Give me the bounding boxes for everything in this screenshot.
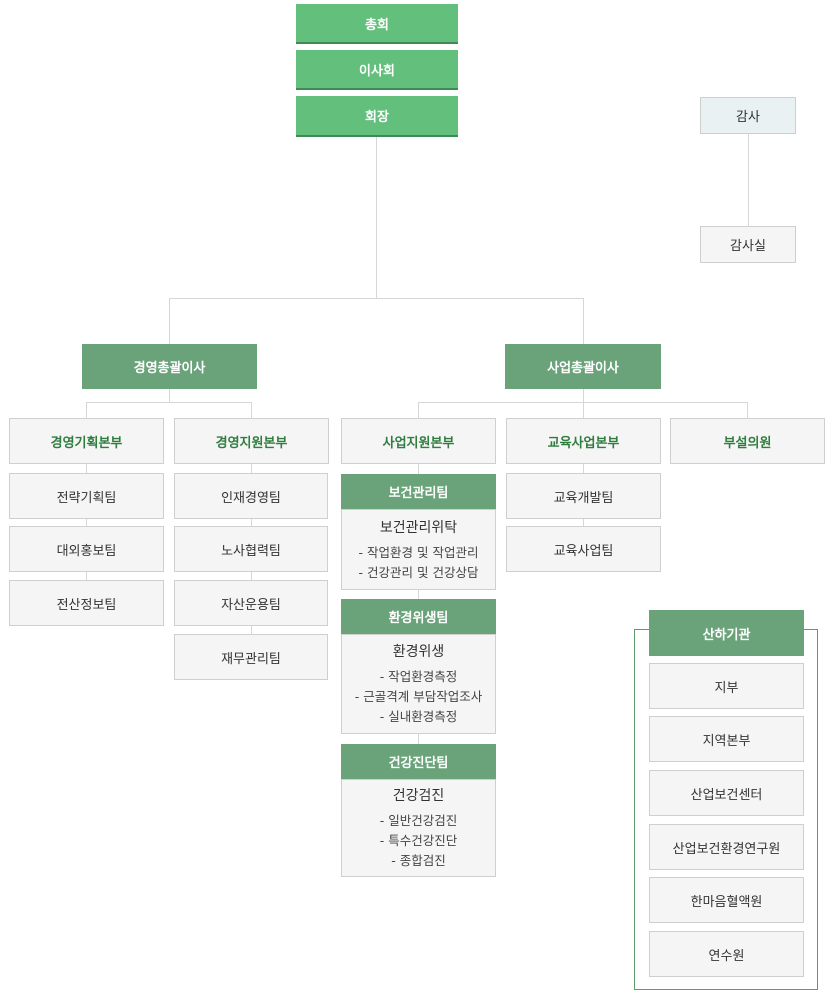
connector-line	[583, 298, 584, 344]
support-hq-box[interactable]: 경영지원본부	[174, 418, 329, 464]
panel-item: - 특수건강진단	[379, 833, 458, 848]
health-checkup-team-header[interactable]: 건강진단팀	[341, 744, 496, 779]
connector-line	[418, 402, 419, 418]
environment-hygiene-team-header[interactable]: 환경위생팀	[341, 599, 496, 634]
panel-title: 환경위생	[392, 644, 445, 660]
affiliate-box[interactable]: 지역본부	[649, 716, 804, 762]
education-hq-box[interactable]: 교육사업본부	[506, 418, 661, 464]
planning-team-box[interactable]: 전산정보팀	[9, 580, 164, 626]
biz-support-hq-box[interactable]: 사업지원본부	[341, 418, 496, 464]
panel-item: - 일반건강검진	[379, 813, 458, 828]
connector-line	[748, 133, 749, 226]
health-management-team-header[interactable]: 보건관리팀	[341, 474, 496, 509]
planning-team-box[interactable]: 전략기획팀	[9, 473, 164, 519]
panel-title: 건강검진	[392, 788, 445, 804]
education-team-box[interactable]: 교육개발팀	[506, 473, 661, 519]
planning-team-box[interactable]: 대외홍보팀	[9, 526, 164, 572]
connector-line	[86, 402, 87, 418]
support-team-box[interactable]: 인재경영팀	[174, 473, 328, 519]
board-box[interactable]: 이사회	[296, 50, 458, 90]
planning-hq-box[interactable]: 경영기획본부	[9, 418, 164, 464]
general-meeting-box[interactable]: 총회	[296, 4, 458, 44]
connector-line	[376, 136, 377, 299]
affiliate-box[interactable]: 지부	[649, 663, 804, 709]
connector-line	[86, 402, 252, 403]
connector-line	[169, 388, 170, 402]
connector-line	[583, 388, 584, 402]
affiliate-box[interactable]: 산업보건환경연구원	[649, 824, 804, 870]
connector-line	[251, 402, 252, 418]
affiliates-header[interactable]: 산하기관	[649, 610, 804, 656]
panel-item: - 근골격계 부담작업조사	[354, 689, 483, 704]
management-executive-box[interactable]: 경영총괄이사	[82, 344, 257, 389]
affiliated-clinic-box[interactable]: 부설의원	[670, 418, 825, 464]
education-team-box[interactable]: 교육사업팀	[506, 526, 661, 572]
connector-line	[747, 402, 748, 418]
affiliate-box[interactable]: 산업보건센터	[649, 770, 804, 816]
affiliate-box[interactable]: 연수원	[649, 931, 804, 977]
panel-item: - 건강관리 및 건강상담	[358, 564, 479, 580]
auditor-box[interactable]: 감사	[700, 97, 796, 134]
health-checkup-team-panel: 건강검진 - 일반건강검진 - 특수건강진단 - 종합검진	[341, 779, 496, 877]
connector-line	[86, 463, 87, 580]
audit-office-box[interactable]: 감사실	[700, 226, 796, 263]
support-team-box[interactable]: 자산운용팀	[174, 580, 328, 626]
chairman-box[interactable]: 회장	[296, 96, 458, 137]
connector-line	[169, 298, 584, 299]
support-team-box[interactable]: 노사협력팀	[174, 526, 328, 572]
panel-item: - 작업환경측정	[379, 669, 458, 684]
health-management-team-panel: 보건관리위탁 - 작업환경 및 작업관리 - 건강관리 및 건강상담	[341, 509, 496, 590]
environment-hygiene-team-panel: 환경위생 - 작업환경측정 - 근골격계 부담작업조사 - 실내환경측정	[341, 634, 496, 734]
panel-item: - 작업환경 및 작업관리	[358, 544, 479, 560]
connector-line	[583, 402, 584, 418]
panel-item: - 종합검진	[391, 853, 446, 868]
support-team-box[interactable]: 재무관리팀	[174, 634, 328, 680]
affiliate-box[interactable]: 한마음혈액원	[649, 877, 804, 923]
panel-title: 보건관리위탁	[379, 519, 458, 536]
panel-item: - 실내환경측정	[379, 709, 458, 724]
business-executive-box[interactable]: 사업총괄이사	[505, 344, 661, 389]
connector-line	[169, 298, 170, 344]
